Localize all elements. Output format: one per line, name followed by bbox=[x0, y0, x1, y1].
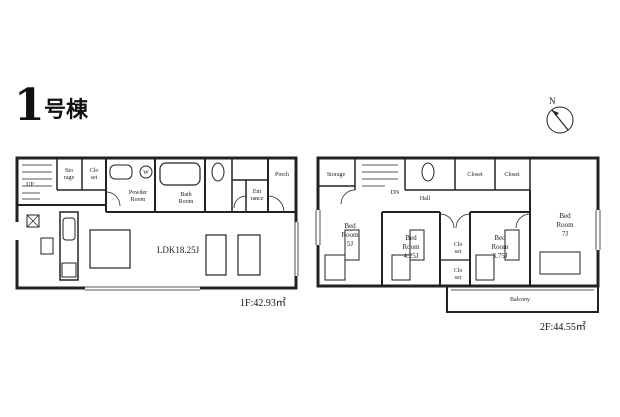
floor1-outline bbox=[15, 156, 298, 290]
toilet-icon bbox=[211, 162, 225, 182]
stove-icon bbox=[61, 262, 77, 278]
bed2-icon bbox=[391, 254, 411, 281]
bed2-label-b: Room bbox=[402, 243, 420, 251]
bed1-label-c: 5J bbox=[347, 240, 354, 248]
building-number: 1 bbox=[14, 80, 45, 131]
storage2-label: Storage bbox=[327, 172, 346, 178]
bed2-label-a: Bed bbox=[405, 234, 417, 242]
dining-table bbox=[89, 229, 131, 269]
up-label: UP bbox=[26, 182, 34, 188]
closet1-label: Closet bbox=[467, 172, 483, 178]
washer-label: W bbox=[143, 170, 149, 176]
toilet2-icon bbox=[421, 162, 435, 182]
entrance-label-a: Ent bbox=[253, 189, 262, 195]
sink-icon bbox=[109, 164, 133, 180]
balcony-label: Balcony bbox=[510, 297, 530, 303]
closet-label-b: set bbox=[91, 175, 98, 181]
entrance-label-b: rance bbox=[251, 196, 264, 202]
bed3-label-a: Bed bbox=[494, 234, 506, 242]
bed3-label-b: Room bbox=[491, 243, 509, 251]
storage-label-b: rage bbox=[64, 175, 75, 181]
powder-room-label-a: Powder bbox=[129, 190, 147, 196]
compass-north-label: N bbox=[549, 96, 556, 106]
ldk-label: LDK18.25J bbox=[157, 245, 200, 255]
bed2-label-c: 4.25J bbox=[404, 252, 419, 260]
bed4-label-b: Room bbox=[556, 221, 574, 229]
floor2-stairs bbox=[362, 164, 398, 187]
bed4-label-c: 7J bbox=[562, 230, 569, 238]
bath-room-label-b: Room bbox=[179, 199, 194, 205]
closet4-label-a: Clo bbox=[454, 268, 463, 274]
closet3-label-a: Clo bbox=[454, 242, 463, 248]
porch-label: Porch bbox=[275, 172, 289, 178]
floor1-stairs bbox=[22, 164, 52, 200]
closet3-label-b: set bbox=[455, 249, 462, 255]
closet4-label-b: set bbox=[455, 275, 462, 281]
bed1-label-b: Room bbox=[341, 231, 359, 239]
bed1-label-a: Bed bbox=[344, 222, 356, 230]
hall-label: Hall bbox=[420, 196, 431, 202]
bed4-icon bbox=[539, 251, 581, 275]
washer-icon bbox=[139, 165, 153, 179]
bed3-icon bbox=[475, 254, 495, 281]
bed4-label-a: Bed bbox=[559, 212, 571, 220]
bath-room-label-a: Bath bbox=[180, 192, 191, 198]
closet-label-a: Clo bbox=[90, 168, 99, 174]
kitchen-sink-icon bbox=[62, 217, 76, 241]
floor2-plan bbox=[315, 156, 601, 313]
control-panel-icon bbox=[40, 237, 54, 255]
closet2-label: Closet bbox=[504, 172, 520, 178]
bed3-label-c: 3.75J bbox=[493, 252, 508, 260]
bathtub-icon bbox=[159, 162, 201, 186]
building-suffix: 号棟 bbox=[44, 98, 89, 123]
bed1-icon bbox=[324, 254, 346, 281]
dn-label: DN bbox=[391, 190, 400, 196]
floor1-area: 1F:42.93㎡ bbox=[240, 298, 286, 309]
kitchen-counter bbox=[59, 211, 79, 281]
balcony-outline bbox=[446, 285, 599, 313]
sofa bbox=[205, 234, 227, 276]
compass-icon: N bbox=[546, 96, 574, 134]
fridge-icon bbox=[26, 214, 40, 228]
storage-label-a: Sto bbox=[65, 168, 73, 174]
powder-room-label-b: Room bbox=[131, 197, 146, 203]
floor2-area: 2F:44.55㎡ bbox=[540, 322, 586, 333]
tv-board bbox=[237, 234, 261, 276]
floor1-plan bbox=[15, 156, 299, 291]
